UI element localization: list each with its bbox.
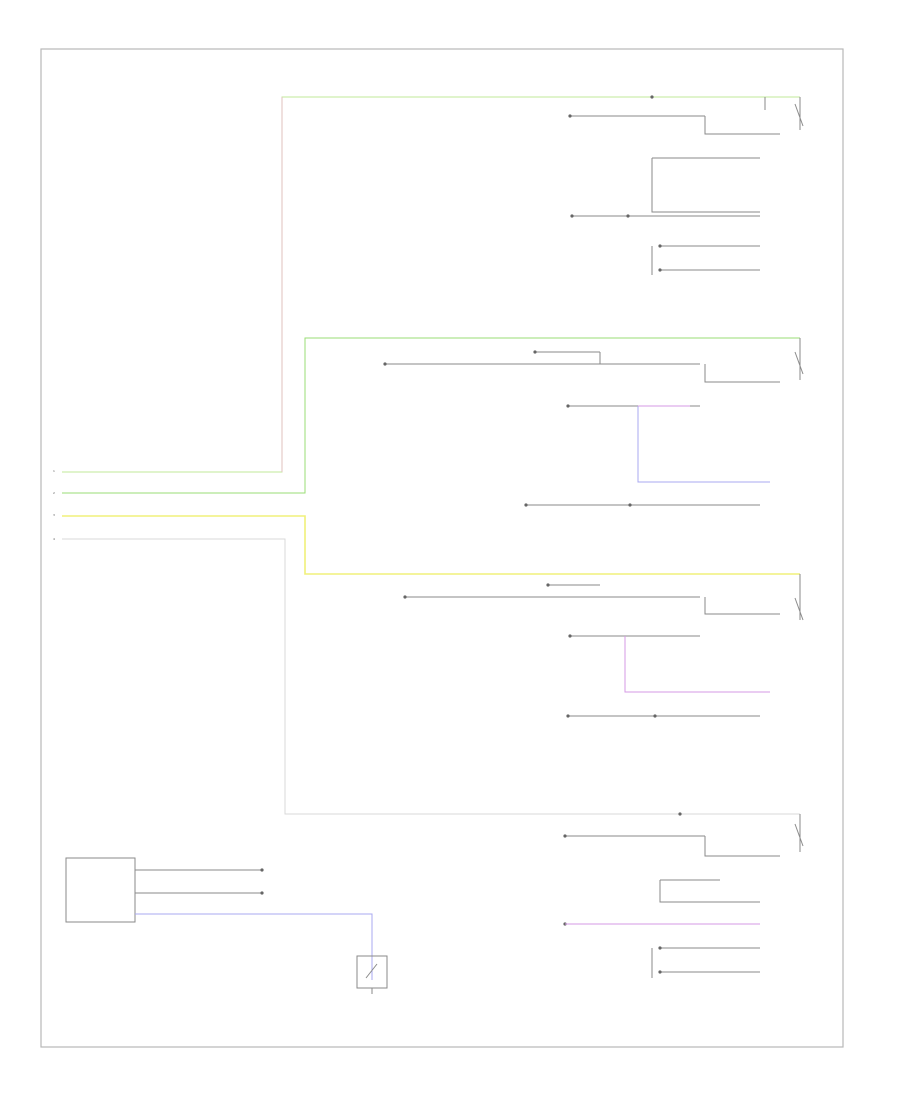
wire-green	[62, 337, 800, 494]
circuit-block-4	[563, 812, 804, 978]
pin-1-number: 1	[53, 469, 55, 473]
circuit-block-1	[568, 95, 804, 275]
wire-blue-ground	[135, 913, 373, 980]
left-connector: 1 2 3 4	[53, 469, 55, 541]
wire-green-pink	[62, 96, 800, 473]
pin-4-number: 4	[53, 537, 55, 541]
pin-3-number: 3	[53, 513, 55, 517]
wire-violet	[624, 636, 770, 693]
bottom-left-module	[65, 857, 264, 923]
pin-2-number: 2	[53, 491, 55, 495]
wire-white	[62, 538, 800, 815]
ground-switch	[356, 955, 388, 994]
wire-purple-blue	[637, 406, 770, 483]
circuit-block-3	[403, 574, 804, 718]
wire-yellow	[62, 515, 800, 575]
diagram-frame	[40, 48, 844, 1048]
circuit-block-2	[383, 338, 804, 507]
